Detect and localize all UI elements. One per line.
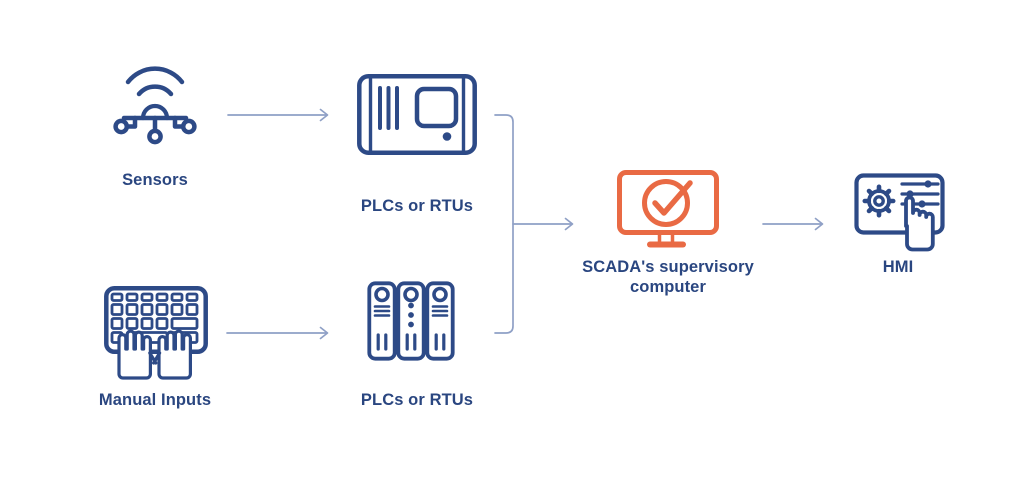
keyboard-typing-hands-icon [104,286,208,380]
scada-label: SCADA's supervisory computer [568,258,768,297]
touchscreen-settings-icon [854,173,945,252]
plc-controller-icon [357,74,477,155]
plcs-bottom-label: PLCs or RTUs [360,391,474,409]
manual-inputs-label: Manual Inputs [98,391,212,409]
edge-sensors-to-plc-arrow [227,108,329,122]
plcs-top-label: PLCs or RTUs [360,197,474,215]
sensors-label: Sensors [122,171,188,189]
monitor-checkmark-icon [617,170,719,248]
edge-scada-to-hmi-arrow [762,217,824,231]
gear-icon [862,184,896,218]
edge-manual-inputs-to-plc-arrow [226,326,329,340]
server-towers-icon [367,281,455,361]
edge-merge-to-scada-arrow [512,217,574,231]
scada-label-line1: SCADA's supervisory [582,258,754,276]
hmi-label: HMI [882,258,914,276]
sensors-wireless-icon [113,66,197,145]
scada-label-line2: computer [630,277,706,296]
pointing-hand-icon [904,195,935,252]
edge-merge-bracket [494,114,514,334]
sliders-icon [900,180,940,208]
